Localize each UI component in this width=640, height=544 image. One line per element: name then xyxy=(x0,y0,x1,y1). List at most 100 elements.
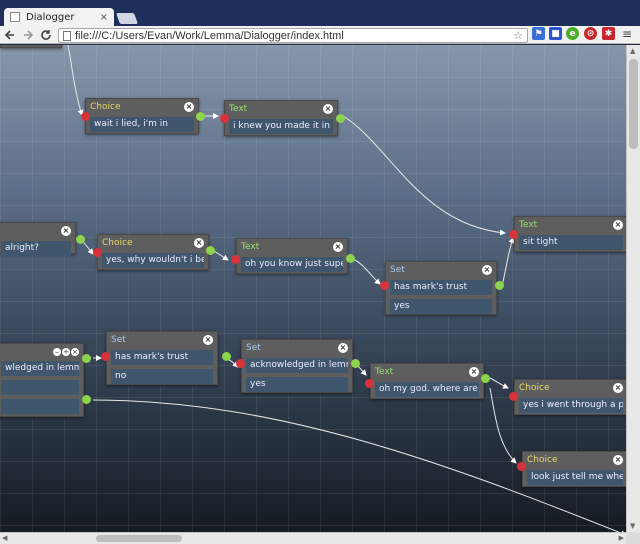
node-type-label: Set xyxy=(390,265,405,275)
node-field[interactable]: alright? xyxy=(1,241,71,256)
minus-icon[interactable]: – xyxy=(53,348,61,356)
dialogue-canvas[interactable]: × alright? Choice × wait i lied, i'm in … xyxy=(0,45,626,532)
close-icon[interactable]: × xyxy=(338,343,348,353)
node-type-label: Set xyxy=(111,335,126,345)
node-field[interactable]: has mark's trust xyxy=(111,350,213,365)
dialogue-node[interactable]: × alright? xyxy=(0,222,76,256)
new-tab-button[interactable] xyxy=(115,13,139,24)
input-port[interactable] xyxy=(365,379,374,388)
output-port[interactable] xyxy=(346,254,355,263)
horizontal-scrollbar[interactable]: ◀ ▶ xyxy=(0,532,626,544)
close-icon[interactable]: × xyxy=(71,348,79,356)
input-port[interactable] xyxy=(231,255,240,264)
output-port[interactable] xyxy=(196,112,205,121)
scroll-right-icon[interactable]: ▶ xyxy=(618,534,624,542)
scroll-left-icon[interactable]: ◀ xyxy=(2,534,8,542)
node-field[interactable]: wledged in lemma xyxy=(1,361,79,376)
node-value[interactable]: yes xyxy=(246,377,348,392)
output-port[interactable] xyxy=(481,374,490,383)
input-port[interactable] xyxy=(101,352,110,361)
close-icon[interactable]: × xyxy=(61,226,71,236)
browser-tab[interactable]: Dialogger × xyxy=(4,8,114,26)
output-port[interactable] xyxy=(336,114,345,123)
input-port[interactable] xyxy=(236,359,245,368)
flag-extension-icon[interactable]: ⚑ xyxy=(532,27,545,40)
node-field[interactable]: yes i went through a portal why xyxy=(519,398,623,413)
close-icon[interactable]: × xyxy=(184,102,194,112)
offscreen-node[interactable] xyxy=(0,45,62,48)
dialogue-node[interactable]: Set × has mark's trust no xyxy=(106,331,218,385)
evernote-extension-icon[interactable]: e xyxy=(566,27,579,40)
scroll-down-icon[interactable]: ▼ xyxy=(630,522,636,530)
input-port[interactable] xyxy=(380,281,389,290)
address-bar[interactable]: file:///C:/Users/Evan/Work/Lemma/Dialogg… xyxy=(58,28,528,43)
bookmark-star-icon[interactable]: ☆ xyxy=(513,29,523,42)
dialogue-node[interactable]: Text × sit tight xyxy=(514,216,626,252)
menu-icon[interactable]: ≡ xyxy=(622,27,633,41)
node-field-empty[interactable] xyxy=(1,380,79,395)
close-icon[interactable]: × xyxy=(613,383,623,393)
dialogue-node[interactable]: Choice × wait i lied, i'm in xyxy=(85,98,199,134)
dialogue-node[interactable]: Text × oh my god. where are you, did xyxy=(370,363,484,399)
node-field[interactable]: oh my god. where are you, did xyxy=(375,382,479,397)
dialogue-node[interactable]: Text × oh you know just super danger xyxy=(236,238,348,274)
output-port[interactable] xyxy=(495,281,504,290)
close-icon[interactable]: × xyxy=(194,238,204,248)
node-type-label: Set xyxy=(246,343,261,353)
output-port[interactable] xyxy=(76,235,85,244)
close-icon[interactable]: × xyxy=(323,104,333,114)
close-icon[interactable]: × xyxy=(203,335,213,345)
dialogue-node[interactable]: Text × i knew you made it in xyxy=(224,100,338,136)
node-value[interactable]: no xyxy=(111,369,213,384)
input-port[interactable] xyxy=(509,230,518,239)
close-icon[interactable]: × xyxy=(333,242,343,252)
node-field[interactable]: sit tight xyxy=(519,235,623,250)
output-port[interactable] xyxy=(82,354,91,363)
horizontal-scroll-thumb[interactable] xyxy=(96,535,182,542)
forward-arrow-icon[interactable] xyxy=(20,27,36,43)
dialogue-node[interactable]: Set × acknowledged in lemma yes xyxy=(241,339,353,393)
input-port[interactable] xyxy=(81,112,90,121)
input-port[interactable] xyxy=(93,248,102,257)
red-extension-icon[interactable]: ✱ xyxy=(602,27,615,40)
node-field[interactable]: wait i lied, i'm in xyxy=(90,117,194,132)
scroll-up-icon[interactable]: ▲ xyxy=(630,47,636,55)
lastpass-extension-icon[interactable]: ⊙ xyxy=(584,27,597,40)
close-icon[interactable]: × xyxy=(469,367,479,377)
dialogue-node[interactable]: – + × wledged in lemma xyxy=(0,343,84,417)
scrollbar-corner xyxy=(626,532,640,544)
input-port[interactable] xyxy=(220,114,229,123)
dialogue-node[interactable]: Choice × yes i went through a portal why xyxy=(514,379,626,415)
node-field[interactable]: oh you know just super danger xyxy=(241,257,343,272)
vertical-scroll-thumb[interactable] xyxy=(629,59,638,149)
close-icon[interactable]: × xyxy=(613,220,623,230)
chat-extension-icon[interactable]: ■ xyxy=(549,27,562,40)
back-arrow-icon[interactable] xyxy=(2,27,18,43)
node-type-label: Text xyxy=(375,367,394,377)
input-port[interactable] xyxy=(517,462,526,471)
node-field-empty[interactable] xyxy=(1,399,79,414)
node-value[interactable]: yes xyxy=(390,299,492,314)
node-type-label: Text xyxy=(241,242,260,252)
node-field[interactable]: yes, why wouldn't i be xyxy=(102,253,204,268)
output-port[interactable] xyxy=(222,352,231,361)
output-port[interactable] xyxy=(82,395,91,404)
node-type-label: Choice xyxy=(519,383,550,393)
node-field[interactable]: acknowledged in lemma xyxy=(246,358,348,373)
node-field[interactable]: i knew you made it in xyxy=(229,119,333,134)
vertical-scrollbar[interactable]: ▲ ▼ xyxy=(626,45,640,532)
output-port[interactable] xyxy=(351,359,360,368)
dialogue-node[interactable]: Set × has mark's trust yes xyxy=(385,261,497,315)
close-icon[interactable]: × xyxy=(613,455,623,465)
plus-icon[interactable]: + xyxy=(62,348,70,356)
dialogue-node[interactable]: Choice × yes, why wouldn't i be xyxy=(97,234,209,270)
reload-icon[interactable] xyxy=(38,27,54,43)
dialogue-node[interactable]: Choice × look just tell me where i need xyxy=(522,451,626,487)
node-field[interactable]: has mark's trust xyxy=(390,280,492,295)
tab-close-icon[interactable]: × xyxy=(99,11,108,23)
close-icon[interactable]: × xyxy=(482,265,492,275)
input-port[interactable] xyxy=(509,392,518,401)
node-field[interactable]: look just tell me where i need xyxy=(527,470,623,485)
node-type-label: Choice xyxy=(90,102,121,112)
output-port[interactable] xyxy=(206,246,215,255)
